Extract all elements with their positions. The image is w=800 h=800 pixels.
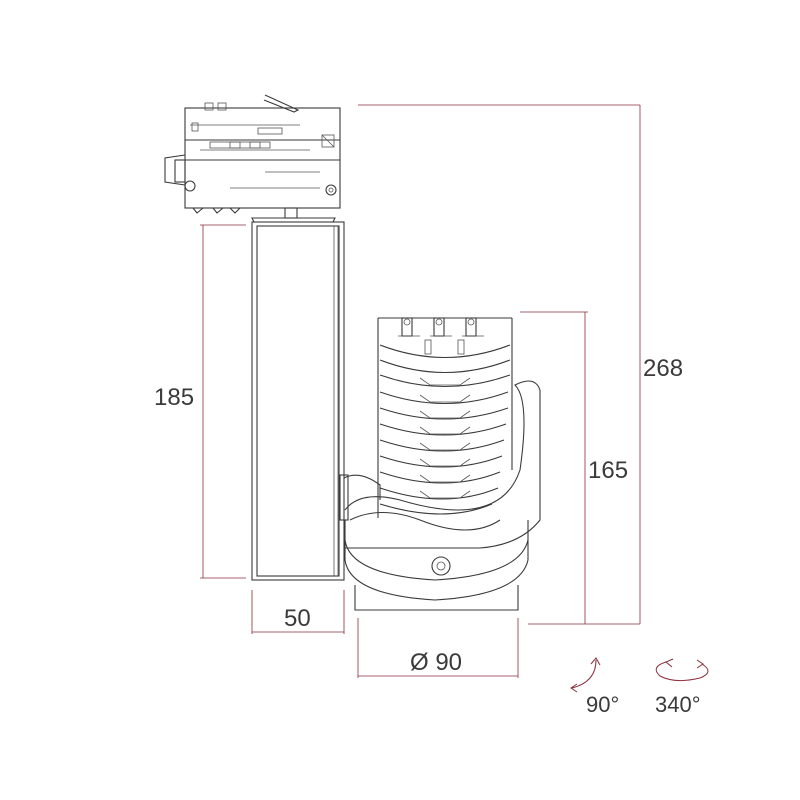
dimension-lines xyxy=(200,104,641,678)
driver-body xyxy=(251,221,345,581)
dim-total-height: 268 xyxy=(643,355,683,382)
dim-body-width: 50 xyxy=(284,605,311,632)
pan-rotation-icon xyxy=(655,658,709,682)
top-fasteners xyxy=(398,317,484,355)
dim-head-diameter: Ø 90 xyxy=(410,649,462,676)
dim-head-height: 165 xyxy=(588,457,628,484)
track-adapter xyxy=(164,94,341,223)
pan-rotation-label: 340° xyxy=(655,692,701,717)
tilt-rotation-label: 90° xyxy=(586,692,619,717)
light-head xyxy=(339,317,541,611)
dim-adapter-body-height: 185 xyxy=(154,384,194,411)
tilt-rotation-icon xyxy=(570,657,601,693)
